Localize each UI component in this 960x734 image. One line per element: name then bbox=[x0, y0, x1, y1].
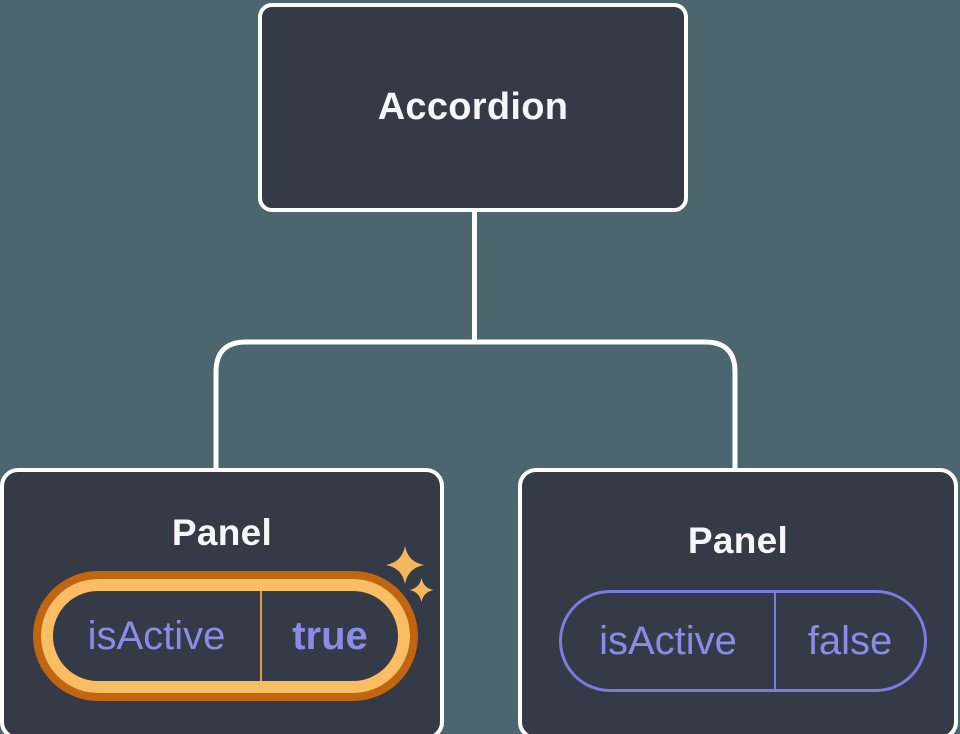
node-accordion-label: Accordion bbox=[377, 86, 569, 128]
state-key-cell: isActive bbox=[53, 591, 260, 681]
connector-bracket bbox=[213, 339, 738, 470]
node-panel-inactive: Panel isActive false bbox=[518, 468, 958, 734]
pill-divider bbox=[260, 591, 262, 681]
state-value: true bbox=[292, 613, 368, 658]
state-value-cell: true bbox=[262, 591, 398, 681]
sparkles-icon bbox=[386, 546, 434, 602]
pill-divider bbox=[774, 593, 776, 689]
state-key-cell: isActive bbox=[562, 593, 774, 689]
state-pill-active: isActive true bbox=[41, 579, 410, 693]
state-value: false bbox=[807, 618, 893, 663]
sparkle-small bbox=[409, 578, 434, 602]
state-value-cell: false bbox=[776, 593, 924, 689]
node-panel-inactive-label: Panel bbox=[687, 520, 789, 561]
state-pill-inactive: isActive false bbox=[559, 590, 927, 692]
node-panel-active-label: Panel bbox=[171, 512, 273, 553]
state-key: isActive bbox=[87, 613, 226, 658]
node-accordion: Accordion bbox=[258, 3, 688, 212]
sparkle-large bbox=[386, 546, 424, 584]
state-key: isActive bbox=[599, 618, 737, 663]
node-panel-active: Panel isActive true bbox=[0, 468, 444, 734]
